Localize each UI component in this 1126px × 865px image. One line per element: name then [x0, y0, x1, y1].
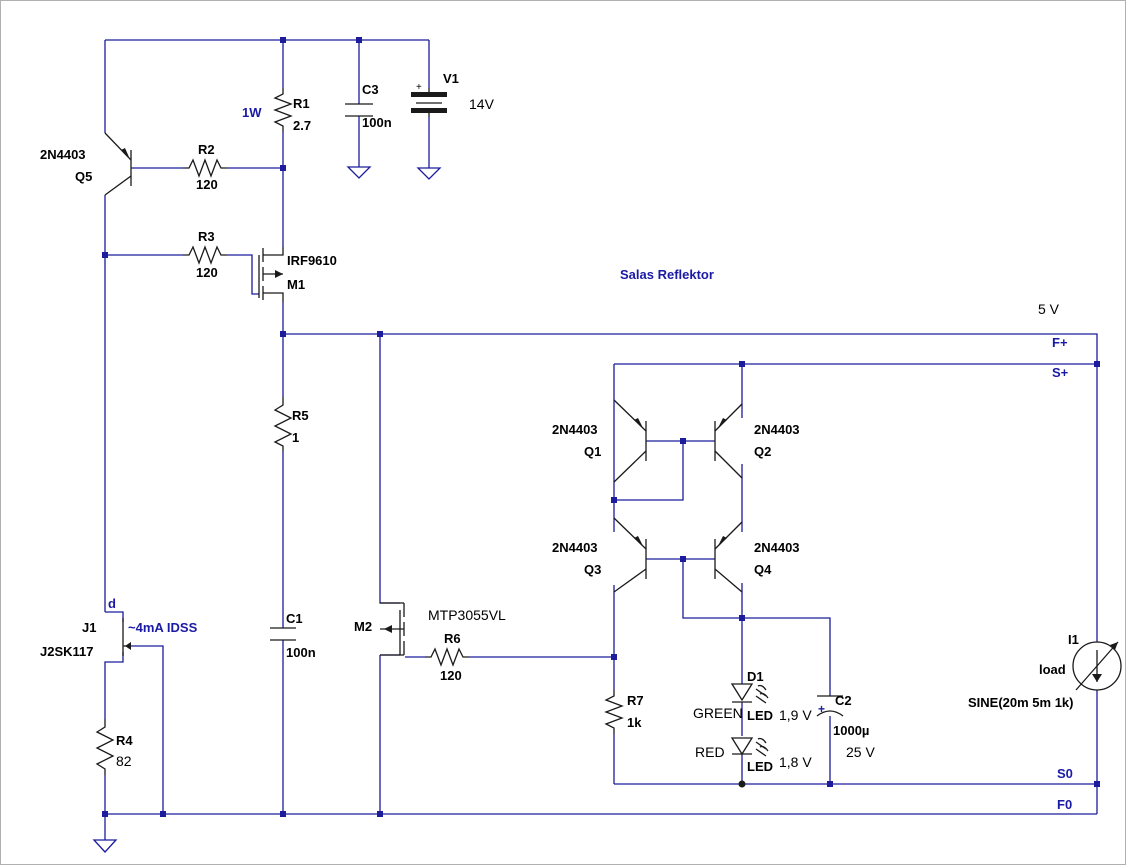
svg-text:+: + — [818, 702, 825, 716]
r5-name: R5 — [292, 408, 309, 423]
svg-text:+: + — [416, 82, 422, 93]
q1-model: 2N4403 — [552, 422, 598, 437]
led-d2-symbol — [730, 737, 769, 757]
port-f-plus: F+ — [1052, 335, 1068, 350]
r3-name: R3 — [198, 229, 215, 244]
q2-name: Q2 — [754, 444, 771, 459]
d1-name: D1 — [747, 669, 764, 684]
c1-name: C1 — [286, 611, 303, 626]
resistor-r4-symbol — [95, 719, 115, 775]
m1-model: IRF9610 — [287, 253, 337, 268]
port-f-zero: F0 — [1057, 797, 1072, 812]
q3-model: 2N4403 — [552, 540, 598, 555]
d1-vf: 1,9 V — [779, 707, 812, 723]
r2-value: 120 — [196, 177, 218, 192]
r5-value: 1 — [292, 430, 299, 445]
q4-model: 2N4403 — [754, 540, 800, 555]
q3-name: Q3 — [584, 562, 601, 577]
labels: R1 2.7 1W C3 100n V1 14V 2N4403 Q5 R2 12… — [40, 71, 1079, 812]
d1-color: GREEN — [693, 705, 743, 721]
resistor-r1-symbol — [273, 88, 293, 132]
r6-name: R6 — [444, 631, 461, 646]
c3-value: 100n — [362, 115, 392, 130]
capacitor-c2-symbol: + — [816, 695, 844, 717]
i1-name: I1 — [1068, 632, 1079, 647]
c3-name: C3 — [362, 82, 379, 97]
q4-name: Q4 — [754, 562, 772, 577]
q2-model: 2N4403 — [754, 422, 800, 437]
transistor-q1-symbol — [613, 399, 647, 483]
q1-name: Q1 — [584, 444, 601, 459]
r1-power-note: 1W — [242, 105, 262, 120]
transistor-q5-symbol — [104, 132, 132, 196]
output-voltage-label: 5 V — [1038, 301, 1060, 317]
battery-v1-symbol: + — [411, 82, 447, 117]
j1-pin-d: d — [108, 596, 116, 611]
transistor-q2-symbol — [714, 403, 743, 479]
port-s-zero: S0 — [1057, 766, 1073, 781]
c2-rating: 25 V — [846, 744, 875, 760]
transistor-q4-symbol — [714, 521, 743, 593]
capacitor-c1-symbol — [270, 627, 296, 641]
junction-nodes — [102, 37, 1100, 817]
resistor-r5-symbol — [273, 397, 293, 451]
r4-name: R4 — [116, 733, 133, 748]
capacitor-c3-symbol — [345, 103, 373, 117]
mosfet-m1-symbol — [258, 247, 284, 302]
i1-source-spec: SINE(20m 5m 1k) — [968, 695, 1074, 710]
d2-type: LED — [747, 759, 773, 774]
resistor-r3-symbol — [183, 245, 227, 265]
m2-model: MTP3055VL — [428, 607, 506, 623]
jfet-j1-symbol — [122, 618, 131, 656]
r1-value: 2.7 — [293, 118, 311, 133]
ground-symbols — [92, 166, 442, 853]
c1-value: 100n — [286, 645, 316, 660]
led-d1-symbol — [730, 683, 769, 704]
d2-vf: 1,8 V — [779, 754, 812, 770]
m1-name: M1 — [287, 277, 305, 292]
mosfet-m2-symbol — [380, 602, 405, 656]
v1-value: 14V — [469, 96, 495, 112]
r2-name: R2 — [198, 142, 215, 157]
m2-name: M2 — [354, 619, 372, 634]
current-source-i1-symbol — [1072, 641, 1122, 691]
resistor-r6-symbol — [425, 647, 469, 667]
r6-value: 120 — [440, 668, 462, 683]
j1-model: J2SK117 — [40, 644, 94, 659]
q5-name: Q5 — [75, 169, 92, 184]
d1-type: LED — [747, 708, 773, 723]
r7-name: R7 — [627, 693, 644, 708]
r7-value: 1k — [627, 715, 642, 730]
wires — [104, 39, 1098, 840]
q5-model: 2N4403 — [40, 147, 86, 162]
circuit-title-note: Salas Reflektor — [620, 267, 714, 282]
v1-name: V1 — [443, 71, 459, 86]
c2-value: 1000µ — [833, 723, 869, 738]
r4-value: 82 — [116, 753, 132, 769]
resistor-r2-symbol — [183, 158, 227, 178]
resistor-r7-symbol — [604, 690, 624, 734]
port-s-plus: S+ — [1052, 365, 1069, 380]
d2-color: RED — [695, 744, 725, 760]
j1-idss-note: ~4mA IDSS — [128, 620, 198, 635]
j1-name: J1 — [82, 620, 96, 635]
transistor-q3-symbol — [613, 517, 647, 593]
r3-value: 120 — [196, 265, 218, 280]
i1-value: load — [1039, 662, 1066, 677]
c2-name: C2 — [835, 693, 852, 708]
r1-name: R1 — [293, 96, 310, 111]
